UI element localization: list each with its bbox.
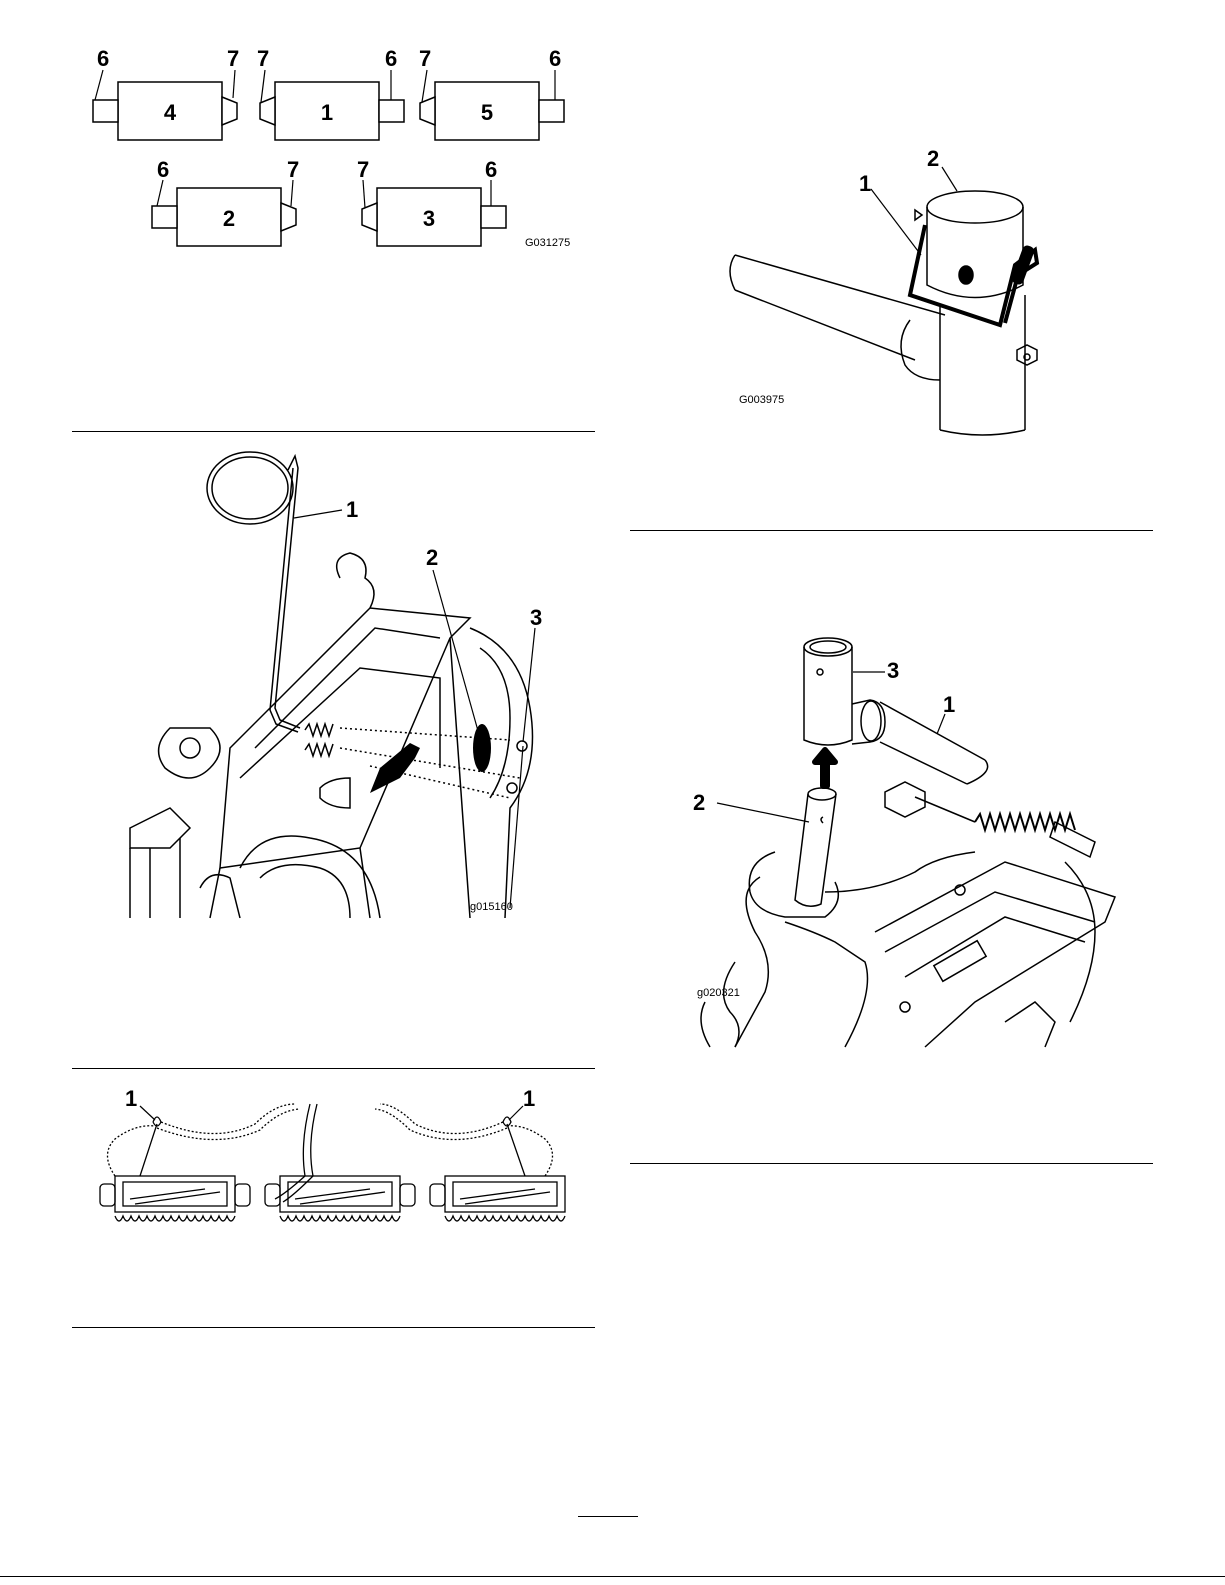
figure-id: g020321 [697,987,740,999]
callout-1: 1 [125,1086,137,1111]
figure-divider [630,530,1153,531]
callout-3: 3 [887,658,899,683]
callout-2: 2 [693,790,705,815]
roller-positions-illustration: 1 1 [95,1084,565,1234]
pin-top [808,788,836,800]
callout-7: 7 [357,157,369,182]
unit-label: 2 [223,206,235,231]
callout-6: 6 [385,46,397,71]
pivot-tube [730,255,945,360]
footer-rule [0,1576,1225,1577]
unit-1-left-cone [260,97,275,125]
callout-7: 7 [287,157,299,182]
unit-3-right-hub [481,206,506,228]
unit-1-right-hub [379,100,404,122]
callout-3: 3 [530,605,542,630]
figure-divider [72,1327,595,1328]
wire-loop [207,452,293,524]
unit-label: 1 [321,100,333,125]
page-number-rule [578,1516,638,1517]
callout-6: 6 [157,157,169,182]
pivot-cap-illustration: 1 2 G003975 [725,145,1065,435]
callout-1: 1 [943,692,955,717]
unit-label: 5 [481,100,493,125]
callout-2: 2 [426,545,438,570]
figure-divider [72,1068,595,1069]
figure-divider [630,1163,1153,1164]
figure-id: g015160 [470,901,513,913]
side-plate-left [159,728,220,778]
callout-6: 6 [485,157,497,182]
figure-divider [72,431,595,432]
wire-loop-inner [212,457,288,519]
figure-id: G031275 [525,237,570,249]
cutting-unit-layout-diagram: 6 7 7 6 7 6 6 7 7 6 4 1 5 2 3 G031275 [85,40,595,265]
unit-2-right-cone [281,203,296,231]
figure-cutting-unit-wire: 1 2 3 g015160 [110,448,560,928]
cap-top [927,191,1023,223]
unit-5-right-hub [539,100,564,122]
tube-vertical [804,647,852,745]
up-arrow-icon [815,750,835,786]
callout-7: 7 [227,46,239,71]
figure-tube-on-pin: 3 1 2 g020321 [675,632,1125,1047]
callout-7: 7 [419,46,431,71]
unit-label: 3 [423,206,435,231]
pivot-post [940,295,1025,430]
tube-on-pin-illustration: 3 1 2 g020321 [675,632,1125,1047]
pin [795,794,836,906]
bracket-arrow [370,743,420,793]
figure-cutting-unit-layout: 6 7 7 6 7 6 6 7 7 6 4 1 5 2 3 G031275 [85,40,595,265]
plate [473,724,491,772]
unit-label: 4 [164,100,177,125]
figure-pivot-cap: 1 2 G003975 [725,145,1065,435]
callout-1: 1 [859,171,871,196]
reel-housing [220,608,470,868]
unit-3-left-cone [362,203,377,231]
callout-7: 7 [257,46,269,71]
unit-4-left-hub [93,100,118,122]
cutting-unit-wire-illustration: 1 2 3 g015160 [110,448,560,928]
callout-6: 6 [549,46,561,71]
callout-1: 1 [346,497,358,522]
callout-6: 6 [97,46,109,71]
unit-2-left-hub [152,206,177,228]
callout-1: 1 [523,1086,535,1111]
wire-rod [275,456,300,728]
tube-horizontal [880,702,985,784]
callout-2: 2 [927,146,939,171]
figure-id: G003975 [739,394,784,406]
unit-4-right-cone [222,97,237,125]
figure-roller-positions: 1 1 [95,1084,565,1234]
